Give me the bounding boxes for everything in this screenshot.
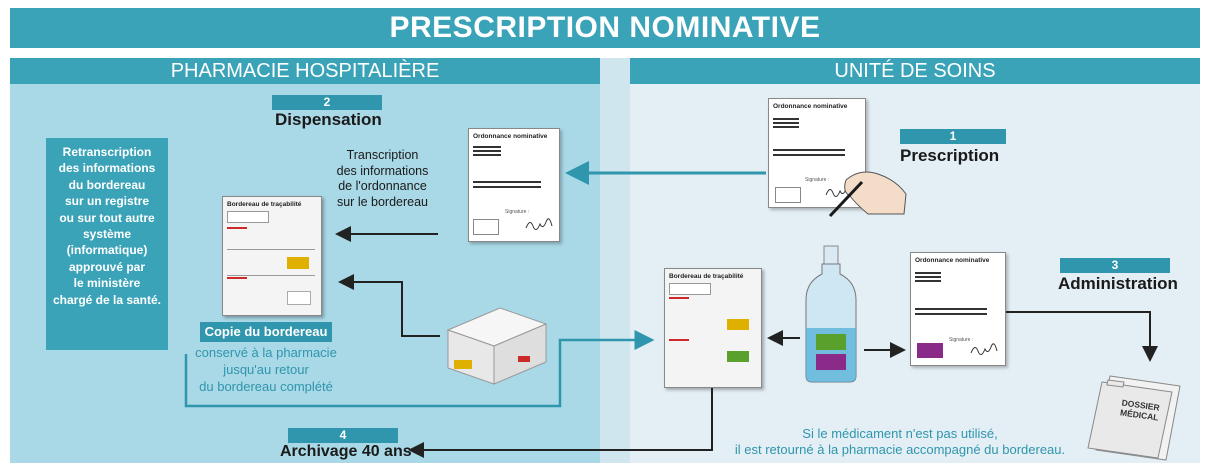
step-2-number: 2: [272, 95, 382, 110]
side-note-line: Retranscription: [62, 145, 152, 159]
text-line: [773, 126, 799, 128]
document-title: Ordonnance nominative: [473, 133, 548, 140]
transcription-register-note: Retranscription des informations du bord…: [46, 138, 168, 350]
arrow-to-medical-record: [1006, 311, 1158, 362]
section-care-unit-title: UNITÉ DE SOINS: [630, 58, 1200, 84]
slip-section: [227, 253, 315, 276]
transcription-line: des informations: [336, 163, 429, 178]
traceability-slip-pharmacy: Bordereau de traçabilité: [222, 196, 322, 316]
text-line: [915, 313, 987, 315]
copy-label: Copie du bordereau: [200, 322, 332, 342]
copy-desc-line: du bordereau complété: [199, 379, 333, 394]
copy-desc-line: conservé à la pharmacie: [195, 345, 337, 360]
text-line: [473, 181, 541, 183]
text-line: [915, 272, 941, 274]
header-box: [227, 211, 269, 223]
barcode-label-purple: [917, 343, 943, 358]
step-3-number: 3: [1060, 258, 1170, 273]
side-note-line: approuvé par: [68, 259, 146, 274]
return-note: Si le médicament n'est pas utilisé, il e…: [720, 426, 1080, 458]
text-line: [473, 154, 501, 156]
traceability-slip-care-unit: Bordereau de traçabilité: [664, 268, 762, 388]
text-line: [915, 276, 941, 278]
step-1-number: 1: [900, 129, 1006, 144]
document-title: Ordonnance nominative: [773, 103, 848, 110]
return-note-line: il est retourné à la pharmacie accompagn…: [734, 442, 1066, 457]
prescription-document-administration: Ordonnance nominative Signature :: [910, 252, 1006, 366]
header-box: [669, 283, 711, 295]
side-note-line: sur un registre: [64, 194, 150, 209]
transcription-line: de l'ordonnance: [338, 179, 427, 193]
side-note-line: ou sur tout autre: [59, 210, 155, 225]
step-3-title: Administration: [1058, 274, 1178, 293]
document-title: Ordonnance nominative: [915, 257, 990, 264]
signature-label: Signature :: [949, 337, 974, 343]
barcode-label-green: [727, 351, 749, 362]
transcription-line: Transcription: [346, 148, 419, 162]
side-note-line: des informations: [58, 161, 156, 176]
red-line: [227, 227, 247, 229]
signature-label: Signature :: [805, 177, 830, 183]
panel-divider: [600, 58, 630, 463]
stamp-box: [473, 219, 499, 235]
signature-label: Signature :: [505, 209, 530, 215]
stamp-box: [775, 187, 801, 203]
text-line: [915, 280, 941, 282]
text-line: [915, 308, 987, 310]
empty-label: [287, 291, 311, 305]
text-line: [473, 186, 541, 188]
slip-section: [227, 225, 315, 250]
copy-desc-line: jusqu'au retour: [223, 362, 309, 377]
side-note-line: chargé de la santé.: [52, 292, 162, 307]
step-1-title: Prescription: [900, 146, 1000, 165]
step-2-title: Dispensation: [275, 110, 382, 129]
text-line: [773, 154, 845, 156]
side-note-line: système: [82, 227, 132, 242]
barcode-label-yellow: [727, 319, 749, 330]
copy-description: conservé à la pharmacie jusqu'au retour …: [180, 344, 352, 395]
step-4-title: Archivage 40 ans: [280, 443, 412, 460]
medical-record-folder-icon: [1087, 375, 1181, 461]
text-line: [473, 146, 501, 148]
bottle-label-purple: [816, 354, 846, 370]
side-note-line: le ministère: [73, 276, 141, 291]
text-line: [473, 150, 501, 152]
transcription-line: sur le bordereau: [336, 194, 429, 209]
barcode-label-yellow: [287, 257, 309, 269]
signature-scribble: [525, 218, 553, 230]
red-line: [227, 277, 247, 279]
side-note-line: (informatique): [66, 243, 148, 258]
document-title: Bordereau de traçabilité: [669, 273, 744, 280]
arrow-dispatch-to-care-unit: [184, 330, 655, 408]
transcription-text: Transcription des informations de l'ordo…: [325, 148, 440, 210]
medication-bottle-icon: [805, 245, 857, 383]
red-line: [669, 339, 689, 341]
step-4-number: 4: [288, 428, 398, 443]
text-line: [773, 122, 799, 124]
writing-hand-icon: [828, 171, 907, 218]
prescription-document-pharmacy: Ordonnance nominative Signature :: [468, 128, 560, 242]
text-line: [773, 149, 845, 151]
red-line: [669, 297, 689, 299]
arrow-return-archive: [408, 388, 713, 458]
text-line: [773, 118, 799, 120]
return-note-line: Si le médicament n'est pas utilisé,: [802, 426, 998, 441]
side-note-line: du bordereau: [68, 177, 146, 192]
medication-box-icon: [446, 307, 548, 385]
arrow-box-to-slip: [338, 274, 440, 337]
bottle-label-green: [816, 334, 846, 350]
section-pharmacy-title: PHARMACIE HOSPITALIÈRE: [10, 58, 600, 84]
document-title: Bordereau de traçabilité: [227, 201, 302, 208]
main-title: PRESCRIPTION NOMINATIVE: [10, 8, 1200, 48]
signature-scribble: [970, 343, 998, 355]
